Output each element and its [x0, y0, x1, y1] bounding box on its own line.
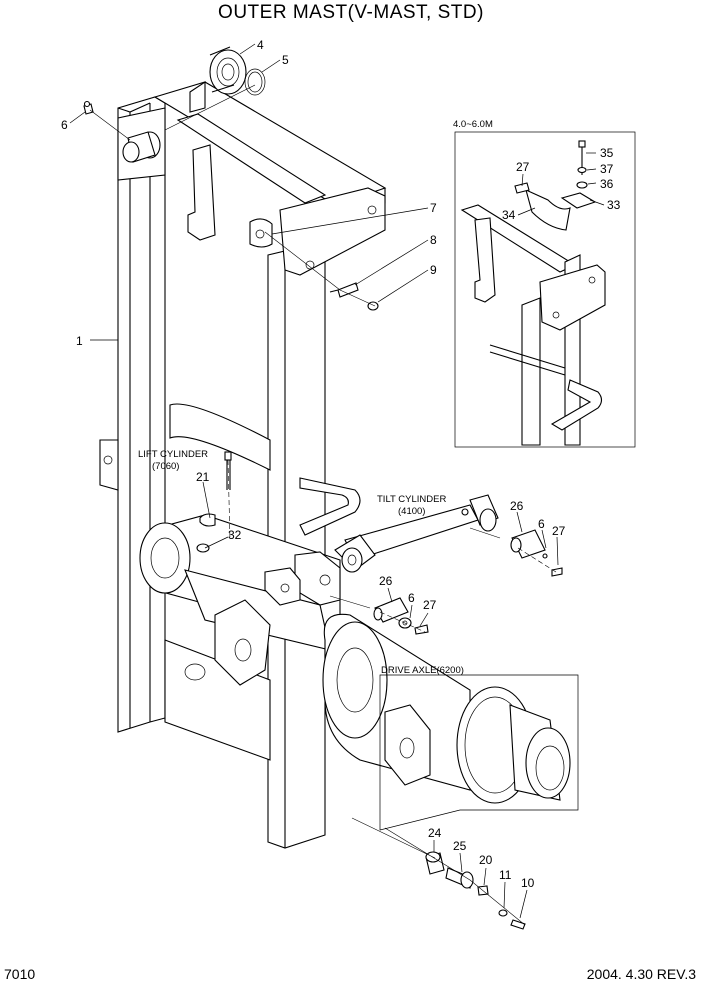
- callout-20: 20: [479, 853, 493, 867]
- callout-26-lower: 26: [379, 574, 393, 588]
- callout-21: 21: [196, 470, 210, 484]
- callout-1: 1: [76, 334, 83, 348]
- callout-5: 5: [282, 53, 289, 67]
- callout-33: 33: [607, 198, 621, 212]
- revision-date: 2004. 4.30 REV.3: [586, 966, 696, 982]
- inset-label: 4.0~6.0M: [453, 119, 493, 130]
- washer-part-11: [498, 909, 508, 917]
- bearing-part-4: [209, 46, 247, 95]
- callout-36: 36: [600, 177, 614, 191]
- drive-axle-outline: [379, 674, 579, 831]
- callout-25: 25: [453, 839, 467, 853]
- tilt-cylinder: [334, 494, 499, 573]
- roller-on-mast: [122, 131, 161, 163]
- callout-6-lower: 6: [408, 591, 415, 605]
- drive-axle-label: DRIVE AXLE(6200): [381, 665, 464, 676]
- callout-8: 8: [430, 233, 437, 247]
- callout-32: 32: [228, 528, 242, 542]
- leader-lines: [69, 43, 605, 919]
- callout-27-upper: 27: [552, 524, 566, 538]
- mast-upper-crossmember: [153, 80, 387, 241]
- drive-wheel-hub: [456, 686, 571, 804]
- callout-9: 9: [430, 263, 437, 277]
- mounting-brackets: [264, 551, 341, 606]
- callout-27-inset: 27: [516, 160, 530, 174]
- callout-4: 4: [257, 38, 264, 52]
- pin-part-26-upper: [510, 529, 563, 577]
- pin-part-8: [329, 282, 359, 298]
- pin-part-26-lower: [373, 597, 429, 635]
- drive-axle-housing: [139, 514, 471, 791]
- tilt-cylinder-label: TILT CYLINDER: [377, 494, 446, 505]
- callout-6: 6: [61, 118, 68, 132]
- inset-detail-4-6m: [454, 131, 636, 448]
- bushing-part-24: [425, 851, 445, 875]
- callout-37: 37: [600, 162, 614, 176]
- assembly-centerlines: [89, 84, 557, 926]
- bolt-part-10: [510, 919, 526, 930]
- callout-10: 10: [521, 876, 535, 890]
- callout-11: 11: [499, 868, 512, 882]
- callout-35: 35: [600, 146, 614, 160]
- page-title: OUTER MAST(V-MAST, STD): [218, 2, 484, 23]
- pin-part-25: [445, 867, 474, 889]
- lift-cylinder-label: LIFT CYLINDER: [138, 449, 208, 460]
- grease-nipple-part-6: [83, 100, 94, 115]
- callout-27-lower: 27: [423, 598, 437, 612]
- lift-cylinder-ref: (7060): [152, 461, 179, 472]
- callout-6-upper: 6: [538, 517, 545, 531]
- callout-7: 7: [430, 201, 437, 215]
- mast-left-rail: [99, 96, 166, 733]
- tilt-cylinder-ref: (4100): [398, 506, 425, 517]
- callout-24: 24: [428, 826, 442, 840]
- callout-34: 34: [502, 208, 516, 222]
- callout-26-upper: 26: [510, 499, 524, 513]
- lift-cylinder-bolt: [196, 451, 232, 553]
- page-number: 7010: [4, 966, 36, 982]
- snap-ring-part-5: [244, 68, 266, 96]
